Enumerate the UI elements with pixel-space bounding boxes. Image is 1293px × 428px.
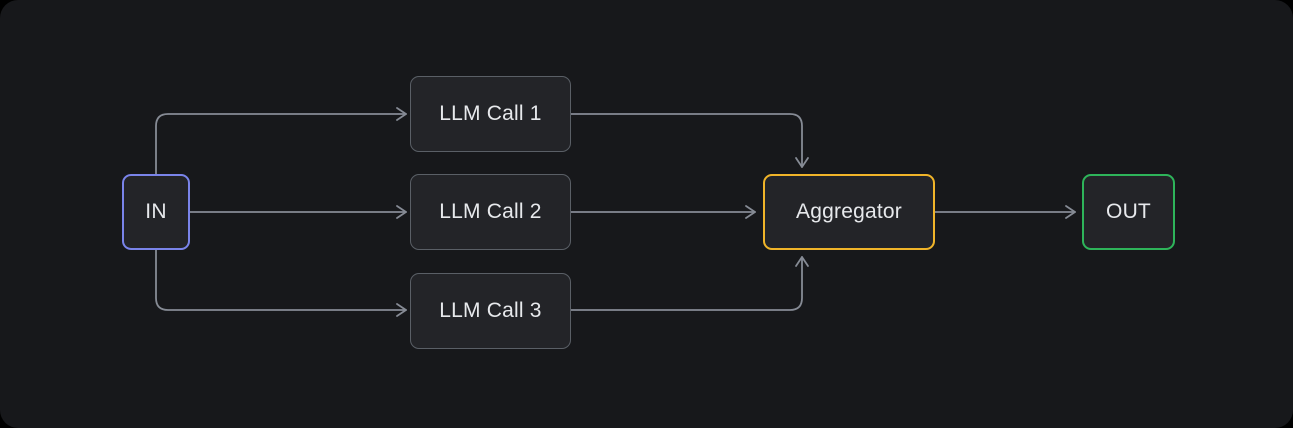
- arrowhead-llm3: [396, 303, 407, 317]
- edge-in-llm1: [155, 113, 407, 175]
- node-in-label: IN: [145, 200, 167, 223]
- node-out: OUT: [1082, 174, 1175, 250]
- node-llm-call-1: LLM Call 1: [410, 76, 571, 152]
- node-aggregator-label: Aggregator: [796, 200, 902, 223]
- node-llm-call-1-label: LLM Call 1: [439, 102, 542, 125]
- edge-in-llm3: [155, 249, 407, 311]
- node-llm-call-3-label: LLM Call 3: [439, 299, 542, 322]
- arrowhead-out: [1065, 205, 1076, 219]
- arrowhead-llm2: [396, 205, 407, 219]
- connectors: [155, 107, 1076, 317]
- node-llm-call-2: LLM Call 2: [410, 174, 571, 250]
- arrowhead-aggregator-left: [745, 205, 756, 219]
- node-in: IN: [122, 174, 190, 250]
- node-aggregator: Aggregator: [763, 174, 935, 250]
- node-llm-call-2-label: LLM Call 2: [439, 200, 542, 223]
- arrowhead-llm1: [396, 107, 407, 121]
- edge-llm3-aggregator: [570, 256, 803, 311]
- arrowhead-aggregator-bottom: [795, 256, 809, 267]
- arrowhead-aggregator-top: [795, 157, 809, 168]
- node-out-label: OUT: [1106, 200, 1151, 223]
- node-llm-call-3: LLM Call 3: [410, 273, 571, 349]
- edge-llm1-aggregator: [570, 113, 803, 168]
